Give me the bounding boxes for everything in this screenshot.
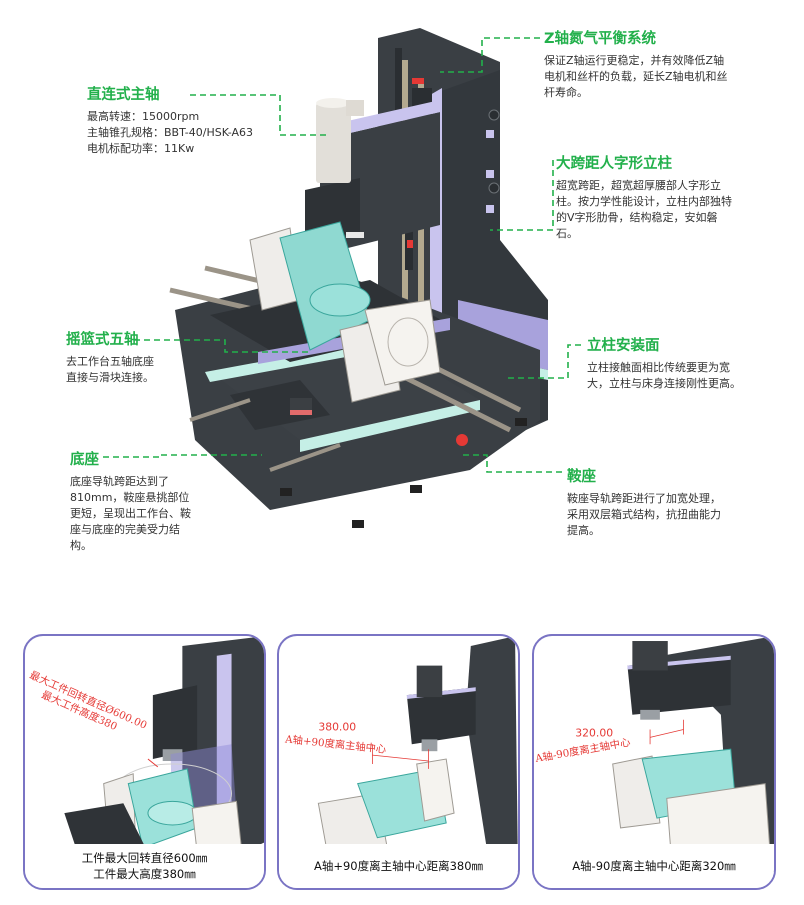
callout-title: 立柱安装面 (587, 338, 660, 354)
dimension-value: 320.00 (575, 726, 613, 739)
callout-title: 直连式主轴 (87, 87, 160, 103)
callout-line: 超宽跨距，超宽超厚腰部人字形立 (556, 179, 721, 192)
callout-line: 直接与滑块连接。 (66, 371, 154, 384)
caption-line: A轴-90度离主轴中心距离320㎜ (572, 859, 736, 873)
callout-body: 保证Z轴运行更稳定，并有效降低Z轴 电机和丝杆的负载，延长Z轴电机和丝 杆寿命。 (544, 53, 794, 101)
callout-line: 提高。 (567, 524, 600, 537)
callout-cradle-five-axis: 摇篮式五轴 去工作台五轴底座 直接与滑块连接。 (66, 331, 266, 386)
callout-base: 底座 底座导轨跨距达到了 810mm，鞍座悬挑部位 更短，呈现出工作台、鞍 座与… (70, 451, 220, 554)
callout-body: 鞍座导轨跨距进行了加宽处理， 采用双层箱式结构，抗扭曲能力 提高。 (567, 491, 777, 539)
dimension-label: A轴+90度离主轴中心 (284, 732, 387, 756)
callout-direct-spindle: 直连式主轴 最高转速：15000rpm 主轴锥孔规格：BBT-40/HSK-A6… (87, 86, 287, 157)
leader-lines (103, 37, 581, 473)
detail-panel-max-workpiece: 最大工件回转直径Ø600.00 最大工件高度380 工件最大回转直径600㎜ 工… (23, 634, 266, 890)
panel-caption: A轴-90度离主轴中心距离320㎜ (534, 844, 774, 888)
callout-body: 去工作台五轴底座 直接与滑块连接。 (66, 354, 266, 386)
callout-line: 座与底座的完美受力结 (70, 523, 180, 536)
caption-line: A轴+90度离主轴中心距离380㎜ (313, 859, 484, 873)
callout-title: 大跨距人字形立柱 (556, 156, 672, 172)
callout-title: 摇篮式五轴 (66, 332, 139, 348)
callout-line: 大，立柱与床身连接刚性更高。 (587, 377, 741, 390)
callout-line: 采用双层箱式结构，抗扭曲能力 (567, 508, 721, 521)
callout-line: 保证Z轴运行更稳定，并有效降低Z轴 (544, 54, 725, 67)
callout-line: 的V字形肋骨，结构稳定，安如磐 (556, 211, 718, 224)
callout-line: 电机标配功率：11Kw (87, 142, 195, 155)
callout-body: 最高转速：15000rpm 主轴锥孔规格：BBT-40/HSK-A63 电机标配… (87, 109, 287, 157)
callout-line: 鞍座导轨跨距进行了加宽处理， (567, 492, 721, 505)
panel-illustration: 320.00 A轴-90度离主轴中心 (534, 636, 774, 873)
panel-caption: A轴+90度离主轴中心距离380㎜ (279, 844, 518, 888)
callout-saddle: 鞍座 鞍座导轨跨距进行了加宽处理， 采用双层箱式结构，抗扭曲能力 提高。 (567, 468, 777, 539)
callout-z-axis-nitrogen-balance: Z轴氮气平衡系统 保证Z轴运行更稳定，并有效降低Z轴 电机和丝杆的负载，延长Z轴… (544, 30, 794, 101)
detail-panel-a-axis-minus-90: 320.00 A轴-90度离主轴中心 A轴-90度离主轴中心距离320㎜ (532, 634, 776, 890)
callout-line: 最高转速：15000rpm (87, 110, 200, 123)
detail-panel-a-axis-plus-90: 380.00 A轴+90度离主轴中心 A轴+90度离主轴中心距离380㎜ (277, 634, 520, 890)
callout-line: 构。 (70, 539, 92, 552)
callout-body: 底座导轨跨距达到了 810mm，鞍座悬挑部位 更短，呈现出工作台、鞍 座与底座的… (70, 474, 220, 554)
callout-a-frame-column: 大跨距人字形立柱 超宽跨距，超宽超厚腰部人字形立 柱。按力学性能设计，立柱内部独… (556, 155, 786, 242)
callout-title: 底座 (70, 452, 99, 468)
callout-column-mounting-face: 立柱安装面 立柱接触面相比传统要更为宽 大，立柱与床身连接刚性更高。 (587, 337, 797, 392)
callout-line: 柱。按力学性能设计，立柱内部独特 (556, 195, 732, 208)
callout-line: 立柱接触面相比传统要更为宽 (587, 361, 730, 374)
caption-line: 工件最大回转直径600㎜ (81, 851, 208, 865)
callout-line: 810mm，鞍座悬挑部位 (70, 491, 190, 504)
callout-line: 主轴锥孔规格：BBT-40/HSK-A63 (87, 126, 254, 139)
panel-illustration: 380.00 A轴+90度离主轴中心 (284, 636, 518, 873)
callout-line: 底座导轨跨距达到了 (70, 475, 169, 488)
callout-line: 杆寿命。 (544, 86, 588, 99)
caption-line: 工件最大高度380㎜ (93, 867, 196, 881)
callout-line: 电机和丝杆的负载，延长Z轴电机和丝 (544, 70, 728, 83)
callout-line: 石。 (556, 227, 578, 240)
trunnion (249, 221, 441, 403)
callout-title: Z轴氮气平衡系统 (544, 31, 657, 47)
callout-title: 鞍座 (567, 469, 596, 485)
callout-body: 超宽跨距，超宽超厚腰部人字形立 柱。按力学性能设计，立柱内部独特 的V字形肋骨，… (556, 178, 786, 242)
callout-line: 更短，呈现出工作台、鞍 (70, 507, 191, 520)
dimension-value: 380.00 (318, 721, 356, 734)
panel-caption: 工件最大回转直径600㎜ 工件最大高度380㎜ (25, 844, 264, 888)
dimension-label: A轴-90度离主轴中心 (534, 735, 631, 765)
callout-line: 去工作台五轴底座 (66, 355, 154, 368)
callout-body: 立柱接触面相比传统要更为宽 大，立柱与床身连接刚性更高。 (587, 360, 797, 392)
machine-illustration (103, 28, 581, 528)
